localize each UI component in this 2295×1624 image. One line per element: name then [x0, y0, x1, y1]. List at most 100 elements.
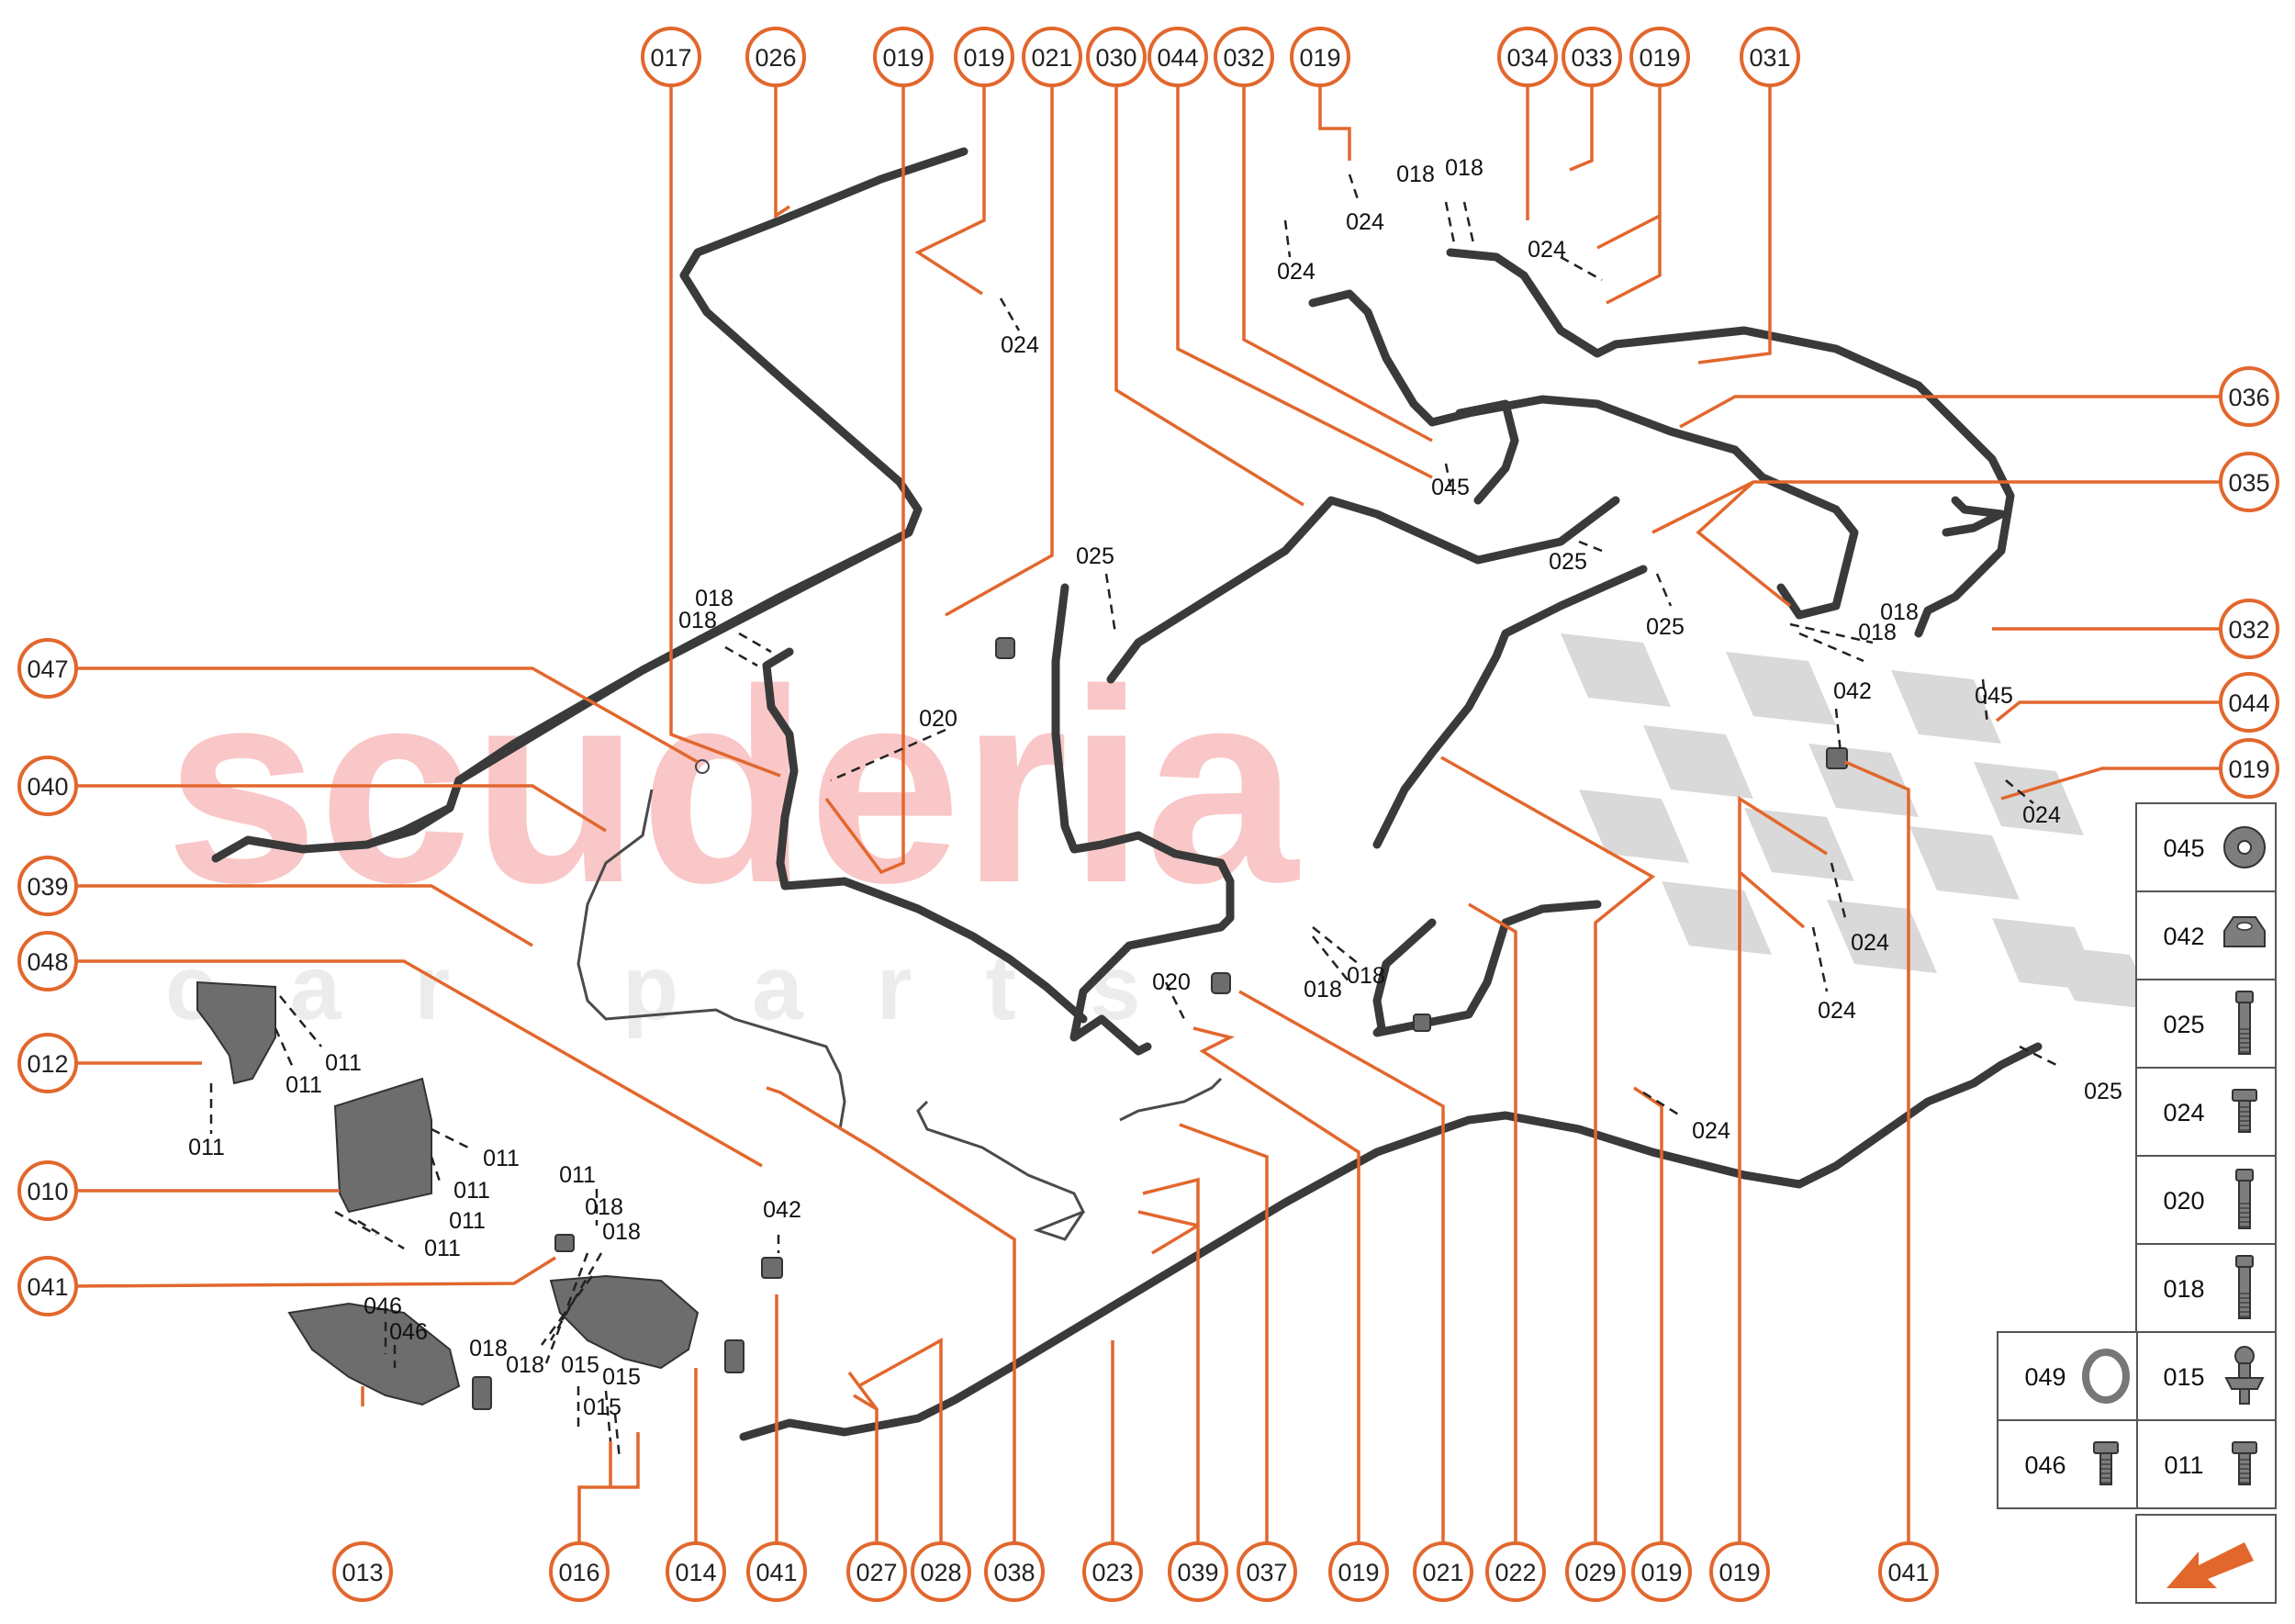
legend-item-020: 020: [2135, 1155, 2277, 1245]
callout-014[interactable]: 014: [666, 1541, 726, 1602]
label-024: 024: [1277, 259, 1315, 285]
callout-number: 023: [1092, 1559, 1133, 1586]
callout-016[interactable]: 016: [549, 1541, 610, 1602]
callout-041[interactable]: 041: [17, 1256, 78, 1316]
callout-number: 030: [1095, 44, 1136, 72]
callout-027[interactable]: 027: [846, 1541, 907, 1602]
callout-034[interactable]: 034: [1497, 27, 1558, 87]
callout-019[interactable]: 019: [873, 27, 934, 87]
pipe-040: [577, 789, 846, 1130]
callout-033[interactable]: 033: [1562, 27, 1622, 87]
pipe-023: [739, 1042, 2043, 1441]
label-018: 018: [469, 1336, 508, 1361]
callout-030[interactable]: 030: [1086, 27, 1147, 87]
callout-039[interactable]: 039: [1168, 1541, 1228, 1602]
callout-019[interactable]: 019: [1709, 1541, 1770, 1602]
callout-048[interactable]: 048: [17, 931, 78, 991]
nav-arrow-button[interactable]: [2135, 1514, 2277, 1604]
callout-number: 036: [2228, 384, 2269, 411]
callout-038[interactable]: 038: [984, 1541, 1045, 1602]
legend-item-024: 024: [2135, 1067, 2277, 1157]
legend-code: 025: [2163, 1011, 2204, 1038]
legend-code: 045: [2163, 834, 2204, 862]
callout-number: 039: [1177, 1559, 1218, 1586]
callout-number: 048: [27, 948, 68, 976]
checkered-flag-watermark: [1561, 633, 2157, 1010]
label-018: 018: [602, 1219, 641, 1245]
small-parts: [196, 637, 1848, 1410]
callouts-left: 047 040 039 048 012 010 041: [17, 638, 78, 1316]
ball-stud-icon: [2224, 1346, 2265, 1405]
label-046: 046: [364, 1294, 402, 1319]
callout-019[interactable]: 019: [1629, 27, 1690, 87]
callout-032[interactable]: 032: [1214, 27, 1274, 87]
callout-037[interactable]: 037: [1237, 1541, 1297, 1602]
callout-039[interactable]: 039: [17, 856, 78, 916]
callout-number: 037: [1246, 1559, 1287, 1586]
callout-number: 038: [993, 1559, 1035, 1586]
label-011: 011: [483, 1146, 520, 1171]
callout-032[interactable]: 032: [2219, 599, 2279, 659]
callout-040[interactable]: 040: [17, 756, 78, 816]
callout-number: 028: [920, 1559, 961, 1586]
legend-item-049: 049: [1997, 1331, 2138, 1421]
callout-013[interactable]: 013: [332, 1541, 393, 1602]
callout-044[interactable]: 044: [2219, 672, 2279, 733]
label-011: 011: [424, 1236, 461, 1261]
callout-number: 019: [1639, 44, 1680, 72]
pipe-030: [1106, 496, 1620, 684]
callout-number: 010: [27, 1178, 68, 1205]
leader-lines: [70, 73, 2249, 1554]
callout-041[interactable]: 041: [1878, 1541, 1939, 1602]
label-042: 042: [1833, 678, 1872, 704]
callout-017[interactable]: 017: [641, 27, 701, 87]
label-018: 018: [585, 1194, 623, 1220]
callout-019[interactable]: 019: [954, 27, 1014, 87]
callout-number: 017: [650, 44, 691, 72]
callout-041[interactable]: 041: [746, 1541, 807, 1602]
label-011: 011: [188, 1135, 225, 1160]
callout-026[interactable]: 026: [745, 27, 806, 87]
small-labels: 024 024 024 018 018 024 018 018 020 025 …: [188, 155, 2122, 1420]
callout-035[interactable]: 035: [2219, 452, 2279, 512]
callout-number: 026: [755, 44, 796, 72]
grommet-022: [1413, 1014, 1431, 1032]
callout-number: 039: [27, 873, 68, 901]
legend-code: 049: [2024, 1363, 2066, 1391]
callout-019[interactable]: 019: [1290, 27, 1350, 87]
callout-044[interactable]: 044: [1148, 27, 1208, 87]
label-018: 018: [1445, 155, 1483, 181]
callout-010[interactable]: 010: [17, 1160, 78, 1221]
callout-number: 041: [756, 1559, 797, 1586]
label-015: 015: [602, 1364, 641, 1390]
callout-019[interactable]: 019: [2219, 738, 2279, 799]
callout-028[interactable]: 028: [911, 1541, 971, 1602]
callout-022[interactable]: 022: [1485, 1541, 1546, 1602]
callout-019[interactable]: 019: [1631, 1541, 1692, 1602]
label-025: 025: [1646, 614, 1685, 640]
callout-029[interactable]: 029: [1565, 1541, 1626, 1602]
legend-code: 020: [2163, 1187, 2204, 1215]
callout-036[interactable]: 036: [2219, 366, 2279, 427]
label-046: 046: [389, 1319, 428, 1345]
label-018: 018: [1858, 620, 1897, 645]
label-018: 018: [1880, 599, 1919, 625]
callout-number: 016: [558, 1559, 599, 1586]
label-015: 015: [561, 1352, 599, 1378]
callout-012[interactable]: 012: [17, 1033, 78, 1093]
callout-031[interactable]: 031: [1740, 27, 1800, 87]
pipe-047: [363, 528, 913, 849]
label-018: 018: [506, 1352, 544, 1378]
callout-021[interactable]: 021: [1413, 1541, 1473, 1602]
detail-lines: [209, 174, 2057, 1461]
callout-021[interactable]: 021: [1022, 27, 1082, 87]
callout-047[interactable]: 047: [17, 638, 78, 699]
callout-number: 019: [1299, 44, 1340, 72]
callout-023[interactable]: 023: [1082, 1541, 1143, 1602]
flange-bolt-icon: [2232, 1089, 2257, 1133]
callout-019[interactable]: 019: [1328, 1541, 1389, 1602]
